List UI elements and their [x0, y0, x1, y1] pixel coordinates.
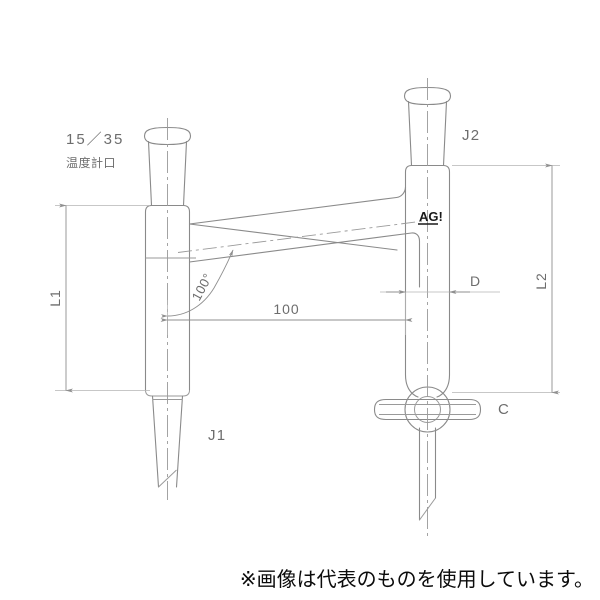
dimension-l1-label: L1 [47, 289, 63, 307]
dimension-100-label: 100 [273, 301, 299, 317]
label-j1: J1 [208, 427, 226, 444]
right-main-barrel [404, 164, 451, 398]
dimension-l2-label: L2 [533, 272, 549, 290]
dimension-l1: L1 [47, 203, 150, 393]
label-c: C [498, 401, 510, 418]
diagonal-centerline [177, 220, 428, 253]
angle-label: 100° [189, 271, 216, 304]
representative-image-notice: ※画像は代表のものを使用しています。 [239, 566, 594, 591]
diagonal-connecting-tube [145, 186, 428, 288]
angle-dimension-100deg: 100° [161, 249, 234, 318]
right-joint-lip [403, 86, 452, 106]
caption-bar: ※画像は代表のものを使用しています。 [0, 554, 600, 600]
right-tube-assembly [373, 78, 482, 540]
dimension-d-label: D [470, 273, 481, 289]
left-cone-joint-j1 [151, 395, 184, 488]
joint-size-label: 15／35 [66, 131, 124, 148]
label-j2: J2 [462, 127, 480, 144]
dimension-l2: L2 [452, 163, 560, 395]
dimension-d: D [380, 273, 500, 295]
ag-stamp: AG! [418, 209, 443, 225]
joint-size-annotation: 15／35 温度計口 [66, 131, 124, 170]
stamp-label: AG! [419, 209, 443, 224]
joint-size-note-label: 温度計口 [66, 155, 116, 170]
left-joint-lip [143, 126, 192, 146]
dimension-100: 100 [160, 292, 413, 335]
